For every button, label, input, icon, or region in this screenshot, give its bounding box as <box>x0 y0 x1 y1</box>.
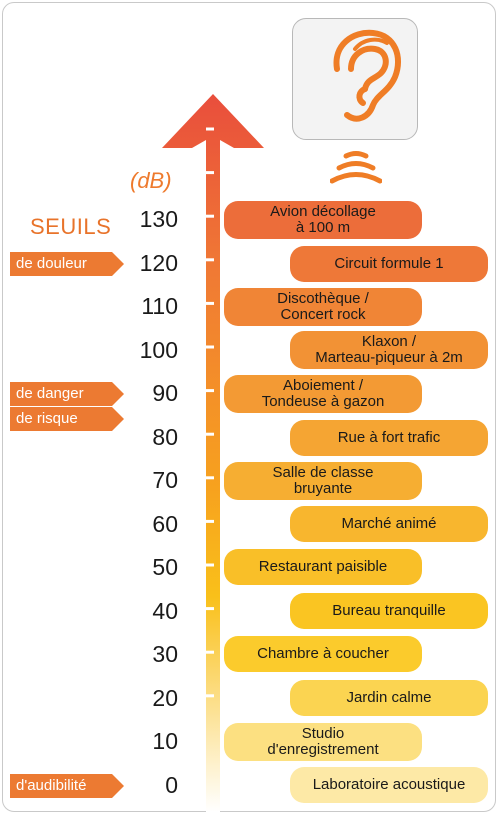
db-tick-80: 80 <box>152 424 178 450</box>
source-pill-130: Avion décollage à 100 m <box>224 201 422 239</box>
source-pill-10: Studio d'enregistrement <box>224 723 422 761</box>
db-tick-60: 60 <box>152 511 178 537</box>
ear-icon-box <box>292 18 418 140</box>
source-label: Discothèque / Concert rock <box>277 290 369 323</box>
db-tick-40: 40 <box>152 598 178 624</box>
thresholds-title: SEUILS <box>30 214 112 239</box>
source-label: Laboratoire acoustique <box>312 776 466 793</box>
db-tick-10: 10 <box>152 728 178 754</box>
source-pill-60: Marché animé <box>290 506 488 542</box>
source-label: Marché animé <box>341 515 437 532</box>
db-tick-120: 120 <box>139 250 178 276</box>
source-pill-20: Jardin calme <box>290 680 488 716</box>
source-pill-0: Laboratoire acoustique <box>290 767 488 803</box>
db-tick-20: 20 <box>152 685 178 711</box>
db-tick-50: 50 <box>152 554 178 580</box>
source-label: Circuit formule 1 <box>334 255 444 272</box>
threshold-tag-audibility: d'audibilité <box>10 774 124 798</box>
source-label: Bureau tranquille <box>332 602 446 619</box>
source-pill-90: Aboiement / Tondeuse à gazon <box>224 375 422 413</box>
db-tick-130: 130 <box>139 206 178 232</box>
source-pill-110: Discothèque / Concert rock <box>224 288 422 326</box>
source-pill-120: Circuit formule 1 <box>290 246 488 282</box>
source-label: Rue à fort trafic <box>337 429 441 446</box>
db-tick-90: 90 <box>152 380 178 406</box>
ear-icon <box>333 29 401 122</box>
db-tick-110: 110 <box>141 293 178 319</box>
source-pill-40: Bureau tranquille <box>290 593 488 629</box>
source-label: Restaurant paisible <box>258 558 388 575</box>
source-pill-50: Restaurant paisible <box>224 549 422 585</box>
db-tick-100: 100 <box>139 337 178 363</box>
source-pill-70: Salle de classe bruyante <box>224 462 422 500</box>
sound-waves-icon <box>330 151 382 184</box>
unit-label: (dB) <box>130 168 172 193</box>
db-tick-0: 0 <box>165 772 178 798</box>
db-tick-70: 70 <box>152 467 178 493</box>
source-label: Avion décollage à 100 m <box>270 203 376 236</box>
source-label: Aboiement / Tondeuse à gazon <box>261 377 385 410</box>
source-label: Chambre à coucher <box>257 645 389 662</box>
gradient-arrow <box>162 94 264 812</box>
threshold-tag-pain: de douleur <box>10 252 124 276</box>
source-pill-100: Klaxon / Marteau-piqueur à 2m <box>290 331 488 369</box>
source-label: Salle de classe bruyante <box>272 464 374 497</box>
db-tick-30: 30 <box>152 641 178 667</box>
source-label: Jardin calme <box>346 689 432 706</box>
source-label: Klaxon / Marteau-piqueur à 2m <box>315 333 463 366</box>
threshold-tag-danger: de danger <box>10 382 124 406</box>
threshold-tag-risk: de risque <box>10 407 124 431</box>
source-pill-30: Chambre à coucher <box>224 636 422 672</box>
source-label: Studio d'enregistrement <box>267 725 379 758</box>
source-pill-80: Rue à fort trafic <box>290 420 488 456</box>
